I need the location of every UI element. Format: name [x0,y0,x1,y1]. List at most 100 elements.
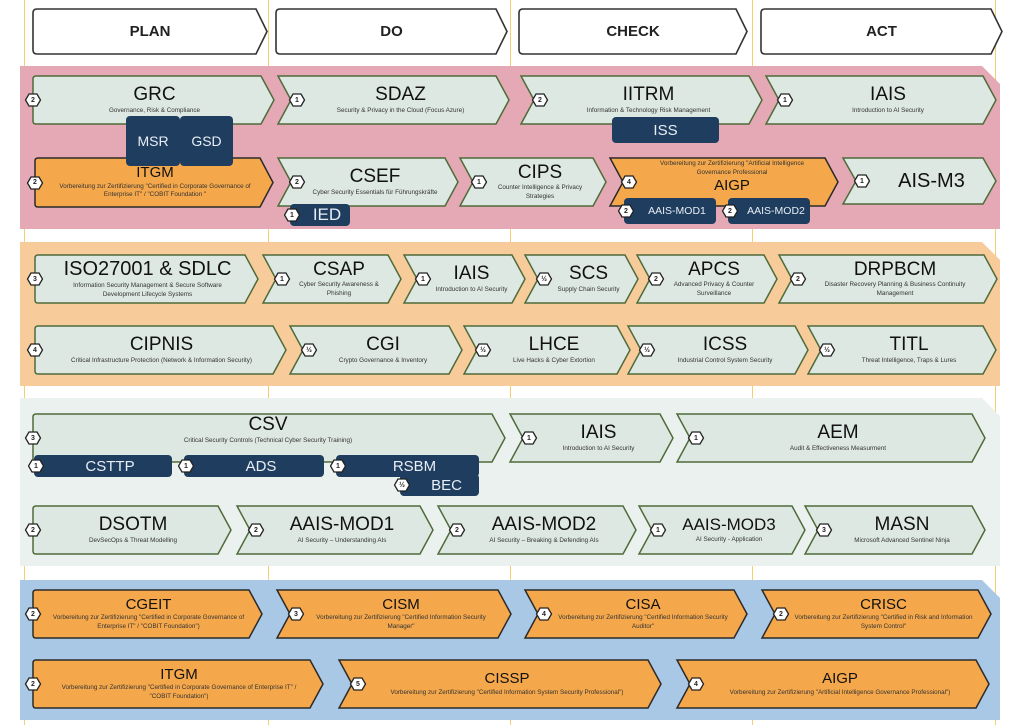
course-description: Vorbereitung zur Zertifizierung "Certifi… [390,688,624,696]
day-count-badge: 2 [722,204,738,218]
course-iais[interactable]: IAIS Introduction to AI Security 1 [508,413,674,463]
module-tag-ads[interactable]: ADS [184,455,324,477]
course-scs[interactable]: SCS Supply Chain Security ½ [523,254,639,304]
day-count-badge: 2 [531,93,549,107]
course-description: Introduction to AI Security [852,106,924,114]
course-code: GRC [133,83,176,105]
course-description: Vorbereitung zur Zertifizierung "Certifi… [61,684,297,700]
course-description: Advanced Privacy & Counter Surveillance [673,281,755,297]
course-description: Supply Chain Security [557,285,620,293]
course-ais-m3[interactable]: AIS-M3 1 [841,157,997,205]
course-code: APCS [688,258,740,280]
course-icss[interactable]: ICSS Industrial Control System Security … [626,325,809,375]
module-tag-msr[interactable]: MSR [126,116,180,166]
day-count-badge: 4 [535,607,553,621]
course-cips[interactable]: CIPS Counter Intelligence & Privacy Stra… [458,157,607,207]
course-description: Cyber Security Essentials für Führungskr… [312,188,438,196]
course-csap[interactable]: CSAP Cyber Security Awareness & Phishing… [261,254,402,304]
phase-label: CHECK [606,23,660,40]
course-itgm[interactable]: ITGM Vorbereitung zur Zertifizierung "Ce… [26,157,274,208]
day-count-badge: 3 [287,607,305,621]
course-grc[interactable]: GRC Governance, Risk & Compliance 2 [24,75,275,125]
phase-header-check: CHECK [518,8,748,55]
course-masn[interactable]: MASN Microsoft Advanced Sentinel Ninja 3 [803,505,986,555]
course-iitrm[interactable]: IITRM Information & Technology Risk Mana… [519,75,763,125]
course-itgm[interactable]: ITGM Vorbereitung zur Zertifizierung "Ce… [24,659,324,709]
phase-label: ACT [866,23,897,40]
course-description: Threat Intelligence, Traps & Lures [861,356,957,364]
course-csef[interactable]: CSEF Cyber Security Essentials für Führu… [276,157,459,207]
day-count-badge: 1 [520,431,538,445]
course-description: Critical Security Controls (Technical Cy… [183,436,353,444]
course-titl[interactable]: TITL Threat Intelligence, Traps & Lures … [806,325,997,375]
course-description: Vorbereitung zur Zertifizierung "Certifi… [794,614,973,630]
day-count-badge: 1 [470,175,488,189]
course-description: Vorbereitung zur Zertifizierung "Certifi… [316,614,486,630]
day-count-badge: ½ [394,478,410,492]
day-count-badge: 1 [853,174,871,188]
course-sdaz[interactable]: SDAZ Security & Privacy in the Cloud (Fo… [276,75,510,125]
module-tag-csttp[interactable]: CSTTP [34,455,172,477]
course-apcs[interactable]: APCS Advanced Privacy & Counter Surveill… [635,254,778,304]
course-aais-mod1[interactable]: AAIS-MOD1 AI Security – Understanding AI… [235,505,434,555]
course-description: Vorbereitung zur Zertifizierung "Certifi… [52,614,245,630]
course-iais[interactable]: IAIS Introduction to AI Security 1 [764,75,997,125]
day-count-badge: ½ [474,343,492,357]
course-drpbcm[interactable]: DRPBCM Disaster Recovery Planning & Busi… [777,254,998,304]
day-count-badge: 1 [687,431,705,445]
module-tag-aais-mod1[interactable]: AAIS-MOD1 [624,198,716,224]
course-code: AAIS-MOD2 [491,513,597,535]
course-iso[interactable]: ISO27001 & SDLC Information Security Man… [26,254,259,304]
module-tag-ied[interactable]: IED [290,204,350,226]
course-code: CGI [366,333,400,355]
course-cipnis[interactable]: CIPNIS Critical Infrastructure Protectio… [26,325,287,375]
module-label: AAIS-MOD1 [648,205,706,217]
module-tag-iss[interactable]: ISS [612,117,719,143]
course-code: IAIS [870,83,906,105]
module-label: MSR [137,133,169,149]
module-label: CSTTP [85,457,135,475]
phase-header-do: DO [275,8,508,55]
course-aais-mod3[interactable]: AAIS-MOD3 AI Security - Application 1 [637,505,806,555]
day-count-badge: 1 [28,459,44,473]
course-description: Counter Intelligence & Privacy Strategie… [497,184,583,200]
course-cgeit[interactable]: CGEIT Vorbereitung zur Zertifizierung "C… [24,589,263,639]
course-cism[interactable]: CISM Vorbereitung zur Zertifizierung "Ce… [275,589,512,639]
course-description: Introduction to AI Security [562,444,635,452]
day-count-badge: 2 [26,175,44,190]
day-count-badge: 1 [273,272,291,286]
module-tag-aais-mod2[interactable]: AAIS-MOD2 [728,198,810,224]
course-description: Crypto Governance & Inventory [338,356,428,364]
day-count-badge: 1 [178,459,194,473]
day-count-badge: 2 [247,523,265,537]
course-iais[interactable]: IAIS Introduction to AI Security 1 [402,254,526,304]
course-description: Information Security Management & Secure… [73,282,222,298]
course-description: AI Security – Breaking & Defending AIs [489,536,599,544]
day-count-badge: 4 [620,175,638,189]
course-code: IAIS [580,421,617,443]
course-cgi[interactable]: CGI Crypto Governance & Inventory ½ [288,325,463,375]
day-count-badge: 2 [647,272,665,286]
module-tag-gsd[interactable]: GSD [180,116,233,166]
day-count-badge: 1 [288,93,306,107]
course-cissp[interactable]: CISSP Vorbereitung zur Zertifizierung "C… [337,659,662,709]
course-code: CSAP [313,258,365,280]
course-aem[interactable]: AEM Audit & Effectiveness Measurment 1 [675,413,986,463]
course-crisc[interactable]: CRISC Vorbereitung zur Zertifizierung "C… [760,589,992,639]
course-aigp[interactable]: AIGP Vorbereitung zur Zertifizierung "Ar… [675,659,990,709]
course-aais-mod2[interactable]: AAIS-MOD2 AI Security – Breaking & Defen… [436,505,637,555]
module-label: ISS [653,121,678,139]
course-cisa[interactable]: CISA Vorbereitung zur Zertifizierung "Ce… [523,589,748,639]
course-lhce[interactable]: LHCE Live Hacks & Cyber Extortion ½ [462,325,631,375]
course-code: CSEF [349,165,401,187]
day-count-badge: 3 [26,272,44,286]
course-description: AI Security - Application [695,535,763,543]
module-tag-rsbm[interactable]: RSBM [336,455,479,477]
module-label: IED [312,205,342,224]
day-count-badge: 2 [24,607,42,621]
course-dsotm[interactable]: DSOTM DevSecOps & Threat Modelling 2 [24,505,232,555]
course-aigp[interactable]: Vorbereitung zur Zertifizierung "Artific… [608,157,839,207]
module-tag-bec[interactable]: BEC [400,474,479,496]
course-code: AAIS-MOD1 [289,513,395,535]
course-code: DRPBCM [853,258,937,280]
